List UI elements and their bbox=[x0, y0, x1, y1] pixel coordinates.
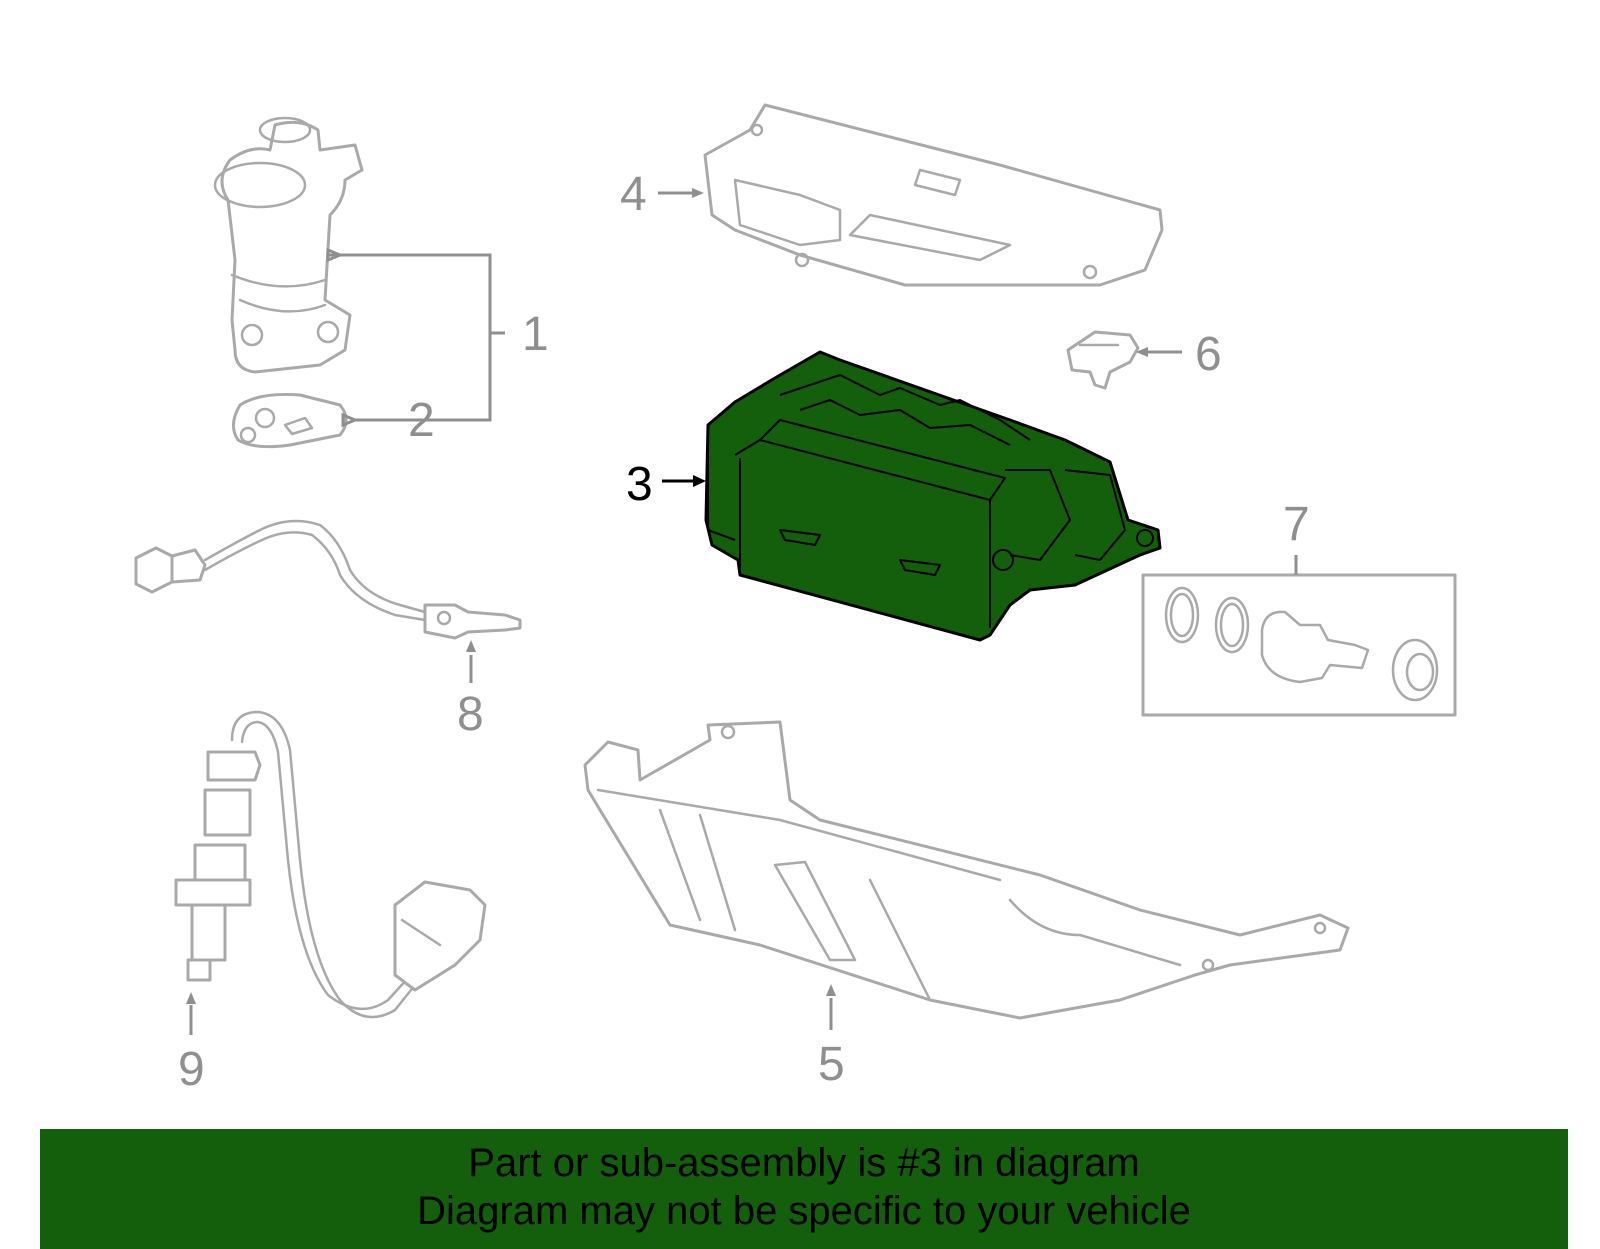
callout-8: 8 bbox=[457, 688, 484, 741]
banner-line-1: Part or sub-assembly is #3 in diagram bbox=[468, 1141, 1140, 1185]
callout-3: 3 bbox=[626, 458, 653, 511]
callout-9: 9 bbox=[178, 1043, 205, 1096]
callout-5: 5 bbox=[818, 1038, 845, 1091]
callout-7: 7 bbox=[1283, 498, 1310, 551]
leader-1-2 bbox=[326, 247, 505, 428]
leader-6-arrow bbox=[1136, 347, 1148, 357]
part-7-kit[interactable] bbox=[1141, 573, 1457, 717]
part-6-sensor[interactable] bbox=[1066, 330, 1140, 390]
leader-9-arrow bbox=[186, 992, 196, 1004]
part-3-vapor-canister[interactable] bbox=[704, 350, 1162, 642]
part-2-gasket[interactable] bbox=[232, 393, 348, 449]
leader-3-arrow bbox=[693, 475, 706, 487]
part-5-skid-plate[interactable] bbox=[583, 720, 1350, 1020]
part-4-shield[interactable] bbox=[703, 103, 1164, 287]
callout-2: 2 bbox=[408, 394, 435, 447]
callout-1: 1 bbox=[522, 308, 549, 361]
leader-8-arrow bbox=[466, 640, 476, 652]
info-banner: Part or sub-assembly is #3 in diagram Di… bbox=[40, 1129, 1568, 1249]
part-9-oxygen-sensor[interactable] bbox=[174, 710, 487, 1019]
callout-6: 6 bbox=[1195, 328, 1222, 381]
banner-line-2: Diagram may not be specific to your vehi… bbox=[417, 1189, 1191, 1233]
part-8-oxygen-sensor[interactable] bbox=[134, 519, 522, 640]
leader-5-arrow bbox=[826, 984, 836, 996]
callout-4: 4 bbox=[620, 168, 647, 221]
part-1-egr-valve[interactable] bbox=[213, 116, 364, 374]
leader-4-arrow bbox=[692, 188, 704, 198]
